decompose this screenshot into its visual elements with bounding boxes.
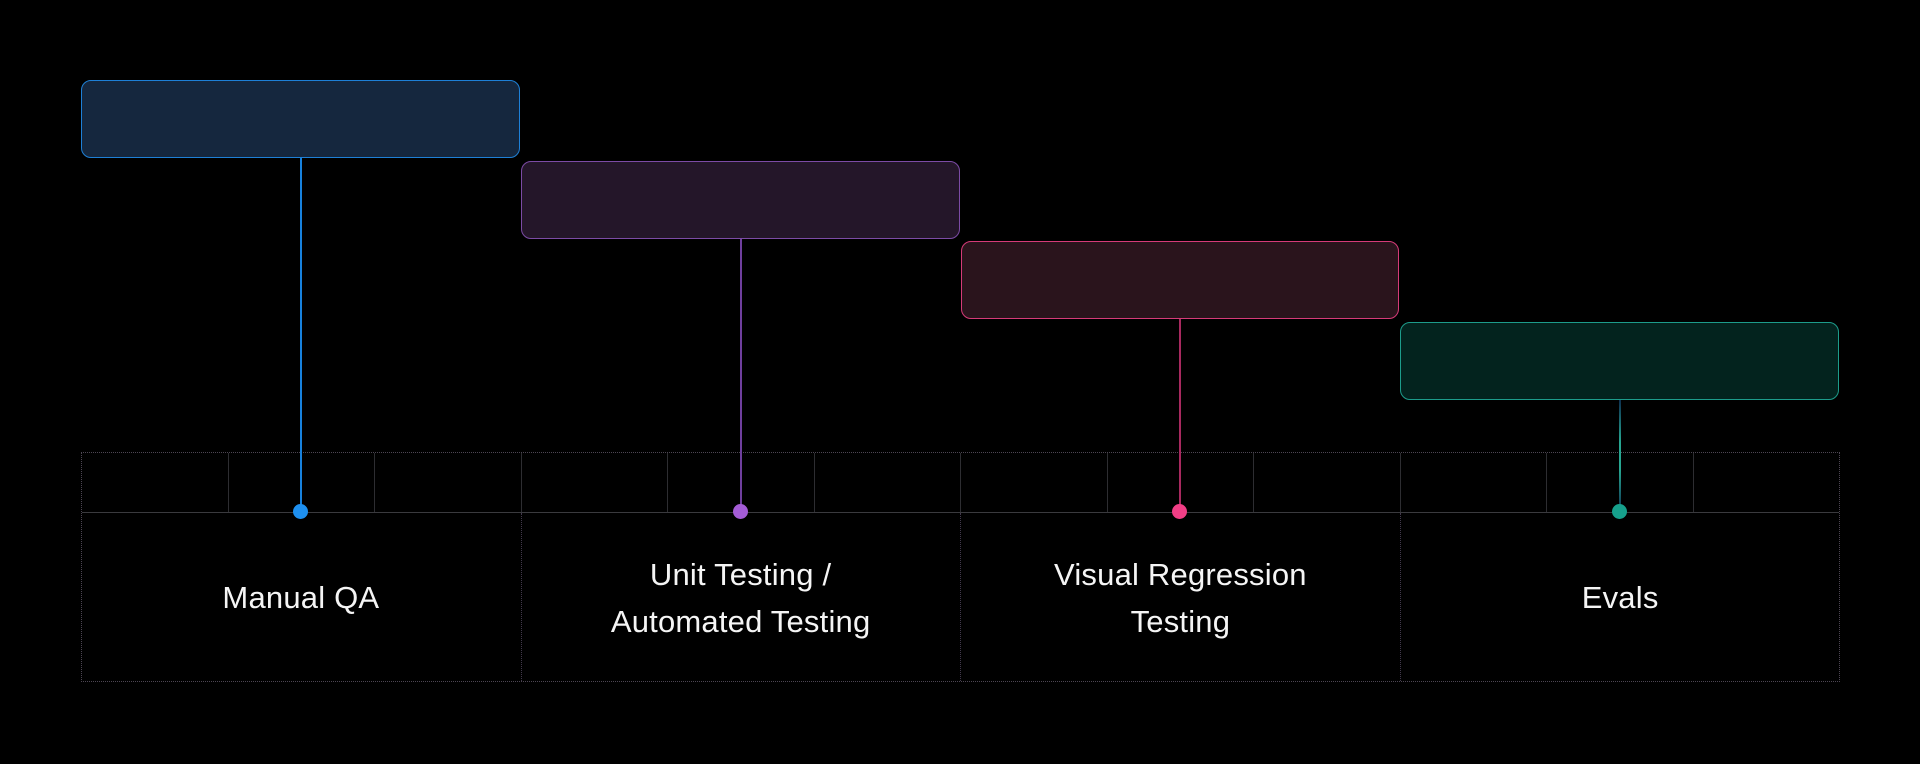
timeline-dot-manual-qa bbox=[292, 504, 308, 519]
timeline-label-row bbox=[82, 513, 1839, 681]
ruler-cell bbox=[1254, 453, 1401, 512]
timeline-grid bbox=[81, 452, 1840, 682]
stage-box-visual-regression bbox=[960, 241, 1400, 319]
connector-line-manual-qa bbox=[299, 158, 302, 512]
stage-label-manual-qa: Manual QA bbox=[222, 580, 380, 615]
connector-line-evals bbox=[1619, 400, 1622, 512]
ruler-cell bbox=[522, 453, 668, 512]
ruler-cell bbox=[229, 453, 375, 512]
timeline-dot-evals bbox=[1612, 504, 1628, 519]
label-cell bbox=[82, 513, 522, 681]
ruler-cell bbox=[1108, 453, 1254, 512]
stage-label-evals: Evals bbox=[1581, 580, 1659, 615]
label-cell bbox=[961, 513, 1401, 681]
ruler-cell bbox=[375, 453, 522, 512]
timeline-ruler bbox=[82, 453, 1839, 513]
timeline-dot-unit-testing bbox=[732, 504, 748, 519]
ruler-cell bbox=[961, 453, 1108, 512]
timeline-dot-visual-regression bbox=[1172, 504, 1188, 519]
ruler-cell bbox=[1547, 453, 1694, 512]
ruler-cell bbox=[815, 453, 961, 512]
ruler-cell bbox=[82, 453, 229, 512]
stage-label-visual-regression: Visual Regression Testing bbox=[1054, 556, 1307, 639]
label-cell bbox=[522, 513, 961, 681]
stage-box-unit-testing bbox=[520, 161, 960, 239]
stage-evals: Evals bbox=[1400, 0, 1840, 764]
connector-line-visual-regression bbox=[1179, 319, 1182, 512]
stage-label-unit-testing: Unit Testing / Automated Testing bbox=[610, 556, 871, 639]
stage-visual-regression: Visual Regression Testing bbox=[960, 0, 1401, 764]
ruler-cell bbox=[668, 453, 815, 512]
connector-line-unit-testing bbox=[739, 239, 742, 512]
stage-unit-testing: Unit Testing / Automated Testing bbox=[520, 0, 961, 764]
stage-box-manual-qa bbox=[81, 80, 520, 158]
stage-box-evals bbox=[1400, 322, 1839, 400]
stage-manual-qa: Manual QA bbox=[81, 0, 521, 764]
ruler-cell bbox=[1401, 453, 1547, 512]
